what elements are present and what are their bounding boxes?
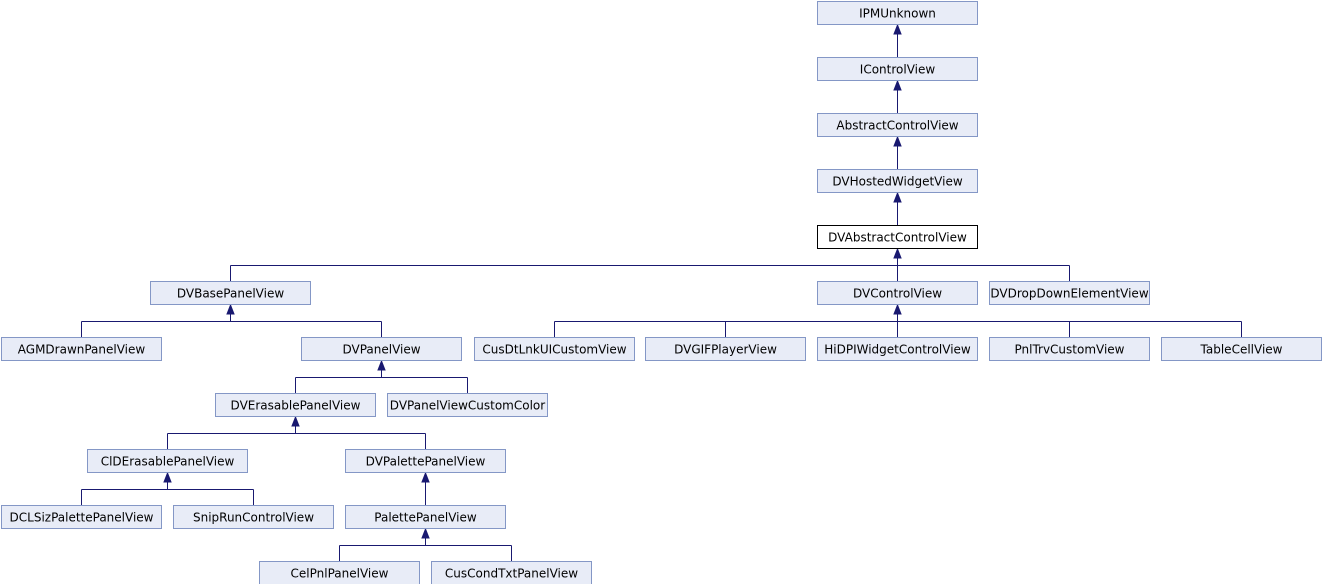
class-node-box <box>345 449 506 473</box>
class-node-dvabstractcontrolview: DVAbstractControlView <box>817 225 978 249</box>
class-node-sniprunccontrolview[interactable]: SnipRunControlView <box>173 505 334 529</box>
class-node-hidpiwidgetcontrolview[interactable]: HiDPIWidgetControlView <box>817 337 978 361</box>
class-node-box <box>817 337 978 361</box>
class-node-box <box>989 337 1150 361</box>
class-node-label: DVDropDownElementView <box>990 287 1148 301</box>
inheritance-arrowhead <box>893 247 902 259</box>
class-node-pnltrvcustomview[interactable]: PnlTrvCustomView <box>989 337 1150 361</box>
inheritance-arrowhead <box>893 303 902 315</box>
class-node-label: AbstractControlView <box>836 119 958 133</box>
class-node-clderasablepanelview[interactable]: ClDErasablePanelView <box>87 449 248 473</box>
class-node-dvhostedwidgetview[interactable]: DVHostedWidgetView <box>817 169 978 193</box>
class-node-box <box>387 393 548 417</box>
class-node-label: TableCellView <box>1200 343 1283 357</box>
class-node-label: DCLSizPalettePanelView <box>10 511 154 525</box>
class-node-label: IPMUnknown <box>859 7 936 21</box>
class-node-label: DVPanelViewCustomColor <box>390 399 545 413</box>
class-node-agmdrawnpanelview[interactable]: AGMDrawnPanelView <box>1 337 162 361</box>
class-node-label: CelPnlPanelView <box>291 567 389 581</box>
class-node-box <box>989 281 1150 305</box>
class-node-cuscondtxtpanelview[interactable]: CusCondTxtPanelView <box>431 561 592 584</box>
inheritance-arrowhead <box>893 135 902 147</box>
inheritance-arrowhead <box>893 23 902 35</box>
class-node-label: DVGIFPlayerView <box>674 343 777 357</box>
class-node-label: IControlView <box>860 63 936 77</box>
class-node-box <box>1 505 162 529</box>
class-node-cusdtlnkuicustomview[interactable]: CusDtLnkUICustomView <box>474 337 635 361</box>
inheritance-arrowhead <box>893 79 902 91</box>
class-node-dclsizpalettepanelview[interactable]: DCLSizPalettePanelView <box>1 505 162 529</box>
class-node-box <box>215 393 376 417</box>
class-node-abstractcontrolview[interactable]: AbstractControlView <box>817 113 978 137</box>
class-node-dvpalettepanelview[interactable]: DVPalettePanelView <box>345 449 506 473</box>
class-node-label: PnlTrvCustomView <box>1014 343 1124 357</box>
class-node-box <box>431 561 592 584</box>
class-node-box <box>259 561 420 584</box>
class-node-label: AGMDrawnPanelView <box>18 343 146 357</box>
class-node-label: DVBasePanelView <box>177 287 284 301</box>
class-node-box <box>817 169 978 193</box>
inheritance-arrowhead <box>421 471 430 483</box>
class-node-box <box>301 337 462 361</box>
class-node-box <box>817 225 978 249</box>
class-node-label: ClDErasablePanelView <box>101 455 235 469</box>
inheritance-arrowhead <box>893 191 902 203</box>
inheritance-arrowhead <box>163 471 172 483</box>
class-node-dverasablepanelview[interactable]: DVErasablePanelView <box>215 393 376 417</box>
inheritance-arrowhead <box>291 415 300 427</box>
class-node-box <box>817 57 978 81</box>
class-node-box <box>817 281 978 305</box>
class-node-label: CusCondTxtPanelView <box>445 567 578 581</box>
class-node-palettepanelview[interactable]: PalettePanelView <box>345 505 506 529</box>
class-node-box <box>817 1 978 25</box>
class-node-box <box>345 505 506 529</box>
class-node-label: DVControlView <box>853 287 942 301</box>
class-node-label: PalettePanelView <box>374 511 477 525</box>
inheritance-arrowhead <box>226 303 235 315</box>
class-node-dvpanelviewcustomcolor[interactable]: DVPanelViewCustomColor <box>387 393 548 417</box>
class-node-icontrolview[interactable]: IControlView <box>817 57 978 81</box>
class-node-label: DVAbstractControlView <box>828 231 967 245</box>
class-node-label: DVPalettePanelView <box>366 455 486 469</box>
class-node-dvpanelview[interactable]: DVPanelView <box>301 337 462 361</box>
inheritance-arrowhead <box>377 359 386 371</box>
class-node-dvbasepanelview[interactable]: DVBasePanelView <box>150 281 311 305</box>
inheritance-arrowhead <box>421 527 430 539</box>
class-node-box <box>1 337 162 361</box>
inheritance-edges <box>81 23 1242 561</box>
class-node-label: DVHostedWidgetView <box>832 175 962 189</box>
class-node-dvcontrolview[interactable]: DVControlView <box>817 281 978 305</box>
class-node-label: HiDPIWidgetControlView <box>824 343 971 357</box>
class-node-label: DVPanelView <box>342 343 420 357</box>
class-node-label: DVErasablePanelView <box>231 399 361 413</box>
class-node-label: CusDtLnkUICustomView <box>482 343 626 357</box>
class-node-box <box>87 449 248 473</box>
class-node-tablecellview[interactable]: TableCellView <box>1161 337 1322 361</box>
class-node-ipmunknown[interactable]: IPMUnknown <box>817 1 978 25</box>
class-node-box <box>173 505 334 529</box>
class-node-label: SnipRunControlView <box>193 511 314 525</box>
class-node-celpnlpanelview[interactable]: CelPnlPanelView <box>259 561 420 584</box>
class-node-box <box>817 113 978 137</box>
class-node-box <box>645 337 806 361</box>
class-node-box <box>474 337 635 361</box>
class-node-dvdropdownelementview[interactable]: DVDropDownElementView <box>989 281 1150 305</box>
class-node-dvgifplayerview[interactable]: DVGIFPlayerView <box>645 337 806 361</box>
class-node-box <box>150 281 311 305</box>
